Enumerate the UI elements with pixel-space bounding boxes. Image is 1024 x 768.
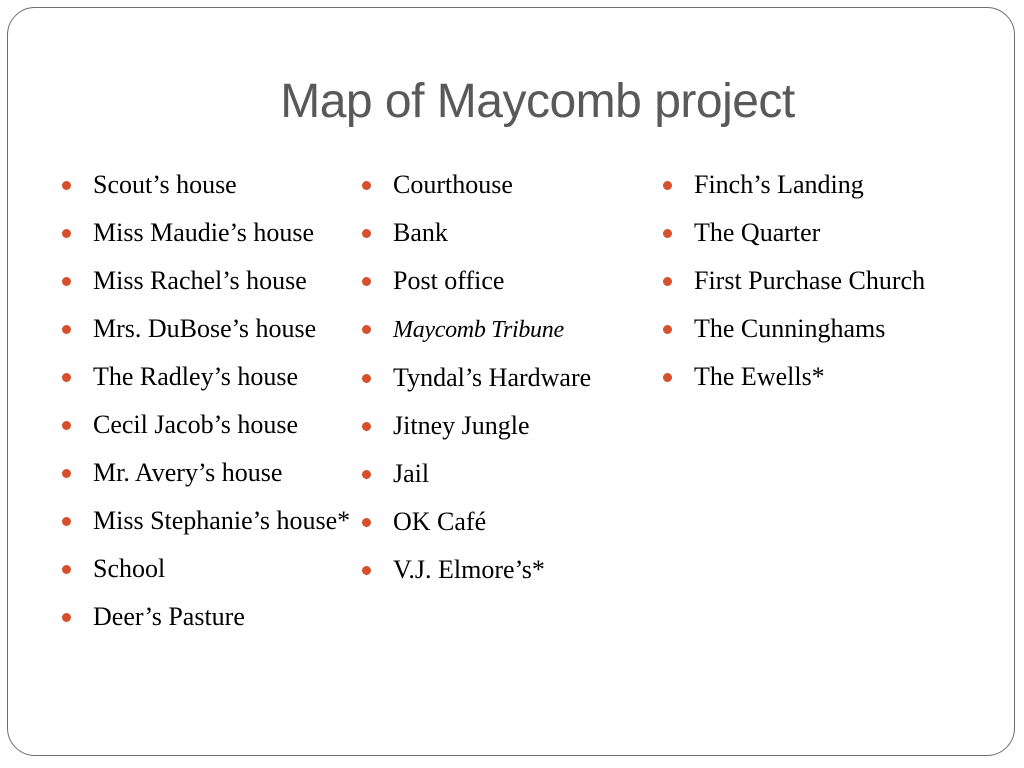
list-item-text: Finch’s Landing (694, 170, 864, 199)
bullet-icon (62, 517, 71, 526)
list-item-text: Tyndal’s Hardware (393, 363, 592, 392)
list-item: Mrs. DuBose’s house (62, 310, 352, 348)
list-item-text: Miss Stephanie’s house* (93, 506, 351, 535)
list-item-text: The Ewells* (694, 362, 825, 391)
list-item: The Radley’s house (62, 358, 352, 396)
bullet-icon (362, 229, 371, 238)
bullet-list-homes: Scout’s house Miss Maudie’s house Miss R… (62, 166, 352, 646)
bullet-list-town: Courthouse Bank Post office Maycomb Trib… (362, 166, 652, 599)
list-item: Jail (362, 455, 652, 493)
bullet-icon (663, 181, 672, 190)
list-item: The Cunninghams (663, 310, 983, 348)
list-item: Cecil Jacob’s house (62, 406, 352, 444)
list-item-text: Miss Rachel’s house (93, 266, 307, 295)
bullet-icon (663, 277, 672, 286)
list-item-text: Courthouse (393, 170, 513, 199)
list-item: Finch’s Landing (663, 166, 983, 204)
slide-title: Map of Maycomb project (280, 75, 795, 128)
bullet-icon (362, 566, 371, 575)
list-item-text: Miss Maudie’s house (93, 218, 314, 247)
bullet-icon (62, 421, 71, 430)
bullet-icon (362, 422, 371, 431)
list-item-text: First Purchase Church (694, 266, 926, 295)
bullet-icon (663, 373, 672, 382)
list-item-text: Cecil Jacob’s house (93, 410, 299, 439)
list-item: Scout’s house (62, 166, 352, 204)
list-item-text: Scout’s house (93, 170, 237, 199)
list-item-text: Jitney Jungle (393, 411, 530, 440)
bullet-icon (362, 325, 371, 334)
list-item: Miss Maudie’s house (62, 214, 352, 252)
list-item-text: School (93, 554, 166, 583)
bullet-icon (62, 613, 71, 622)
bullet-icon (362, 518, 371, 527)
bullet-icon (62, 469, 71, 478)
list-item: The Quarter (663, 214, 983, 252)
bullet-icon (62, 325, 71, 334)
bullet-icon (62, 229, 71, 238)
list-item: Courthouse (362, 166, 652, 204)
list-item-text: The Quarter (694, 218, 821, 247)
bullet-icon (362, 181, 371, 190)
list-item: OK Café (362, 503, 652, 541)
list-item: Miss Stephanie’s house* (62, 502, 352, 540)
list-item: Deer’s Pasture (62, 598, 352, 636)
list-item-text: Bank (393, 218, 448, 247)
list-item-text: OK Café (393, 507, 487, 536)
bullet-icon (62, 565, 71, 574)
list-item-text: Jail (393, 459, 430, 488)
bullet-icon (663, 229, 672, 238)
bullet-icon (362, 277, 371, 286)
bullet-icon (62, 181, 71, 190)
list-item-text: Deer’s Pasture (93, 602, 245, 631)
bullet-icon (62, 277, 71, 286)
list-item: First Purchase Church (663, 262, 983, 300)
bullet-icon (362, 470, 371, 479)
list-item: Post office (362, 262, 652, 300)
list-item-text: V.J. Elmore’s* (393, 555, 545, 584)
list-item: Bank (362, 214, 652, 252)
list-item: Tyndal’s Hardware (362, 359, 652, 397)
list-item: The Ewells* (663, 358, 983, 396)
list-item-text: The Cunninghams (694, 314, 886, 343)
bullet-icon (362, 374, 371, 383)
list-item: V.J. Elmore’s* (362, 551, 652, 589)
slide-frame (7, 7, 1015, 756)
list-item: Maycomb Tribune (362, 310, 652, 349)
list-item-text: Post office (393, 266, 505, 295)
list-item-text: The Radley’s house (93, 362, 299, 391)
bullet-icon (663, 325, 672, 334)
list-item-text: Maycomb Tribune (393, 317, 564, 343)
list-item-text: Mr. Avery’s house (93, 458, 283, 487)
list-item: Mr. Avery’s house (62, 454, 352, 492)
list-item: Miss Rachel’s house (62, 262, 352, 300)
bullet-icon (62, 373, 71, 382)
list-item: School (62, 550, 352, 588)
list-item-text: Mrs. DuBose’s house (93, 314, 317, 343)
bullet-list-outskirts: Finch’s Landing The Quarter First Purcha… (663, 166, 983, 406)
list-item: Jitney Jungle (362, 407, 652, 445)
